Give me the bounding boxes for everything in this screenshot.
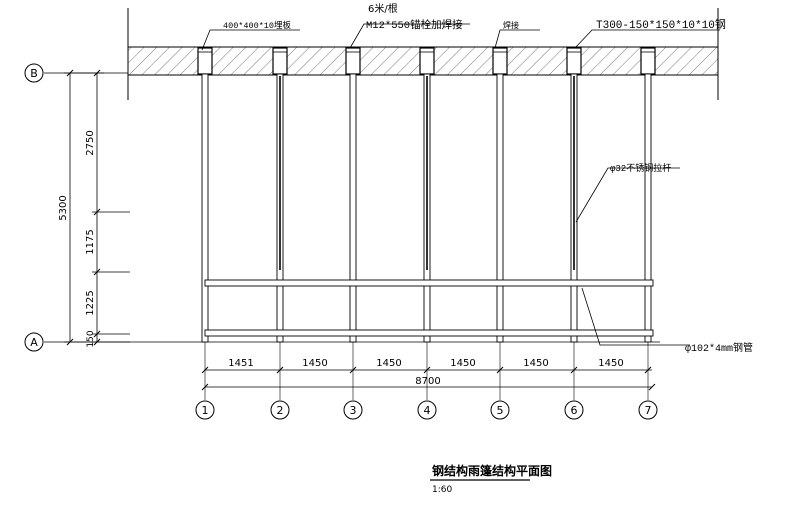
- dimension-tick: [349, 366, 357, 374]
- dim-span-4: 1450: [450, 358, 475, 369]
- axis-bubble-6: 6: [564, 400, 584, 420]
- callout-tee-beam: T300-150*150*10*10钢: [596, 18, 726, 32]
- dim-vertical-1175: 1175: [85, 229, 96, 254]
- dim-span-3: 1450: [376, 358, 401, 369]
- dimension-tick: [201, 383, 209, 391]
- dimension-tick: [648, 383, 656, 391]
- dim-span-6: 1450: [598, 358, 623, 369]
- axis-bubble-a: A: [24, 332, 44, 352]
- dim-span-2: 1450: [302, 358, 327, 369]
- dimension-tick: [276, 366, 284, 374]
- dim-span-5: 1450: [523, 358, 548, 369]
- axis-bubble-1: 1: [195, 400, 215, 420]
- steel-pipe-beam: [345, 47, 361, 400]
- svg-text:6: 6: [571, 404, 578, 417]
- dim-vertical-total: 5300: [58, 195, 69, 220]
- callout-tie-rod: φ32不锈钢拉杆: [610, 162, 671, 174]
- svg-text:5: 5: [497, 404, 504, 417]
- callout-steel-pipe: φ102*4mm钢管: [685, 341, 753, 355]
- svg-text:B: B: [30, 67, 38, 80]
- tie-rod-beam: [419, 47, 435, 400]
- drawing-scale: 1:60: [432, 485, 452, 495]
- svg-text:7: 7: [645, 404, 652, 417]
- callout-weld: 焊接: [503, 20, 519, 30]
- axis-bubble-3: 3: [343, 400, 363, 420]
- callout-spacing: 6米/根: [368, 2, 398, 15]
- dimension-tick: [570, 366, 578, 374]
- steel-pipe-beam: [197, 47, 213, 400]
- dim-span-1: 1451: [228, 358, 253, 369]
- svg-text:2: 2: [277, 404, 284, 417]
- dimension-tick: [496, 366, 504, 374]
- axis-bubble-b: B: [24, 63, 44, 83]
- dimension-ticks: [201, 366, 656, 391]
- steel-pipe-beam: [492, 47, 508, 400]
- vertical-dimensions: [64, 69, 130, 346]
- dimension-tick: [644, 366, 652, 374]
- tie-rod-beam: [566, 47, 582, 400]
- cross-members: [204, 279, 654, 337]
- tie-rod-beam: [272, 47, 288, 400]
- dimension-texts: 1451 1450 1450 1450 1450 1450 8700: [228, 358, 623, 387]
- axis-bubble-4: 4: [417, 400, 437, 420]
- callout-embed-plate: 400*400*10埋板: [223, 20, 292, 31]
- axis-bubble-5: 5: [490, 400, 510, 420]
- svg-text:1: 1: [202, 404, 209, 417]
- axis-bubble-2: 2: [270, 400, 290, 420]
- dimension-tick: [423, 366, 431, 374]
- axis-bubble-7: 7: [638, 400, 658, 420]
- dim-total: 8700: [415, 376, 440, 387]
- callout-anchor-bolt: M12*550锚栓加焊接: [366, 18, 463, 32]
- axis-number-bubbles: 1 2 3 4 5 6 7: [195, 400, 658, 420]
- drawing-title: 钢结构雨篷结构平面图: [432, 463, 552, 478]
- dimension-tick: [201, 366, 209, 374]
- svg-text:4: 4: [424, 404, 431, 417]
- svg-text:3: 3: [350, 404, 357, 417]
- dim-vertical-150: 150: [86, 330, 96, 347]
- dim-vertical-1225: 1225: [85, 290, 96, 315]
- steel-pipe-beam: [640, 47, 656, 400]
- steel-beams: [197, 47, 656, 400]
- callout-leaders: [201, 23, 720, 346]
- svg-text:A: A: [30, 336, 38, 349]
- dim-vertical-2750: 2750: [85, 130, 96, 155]
